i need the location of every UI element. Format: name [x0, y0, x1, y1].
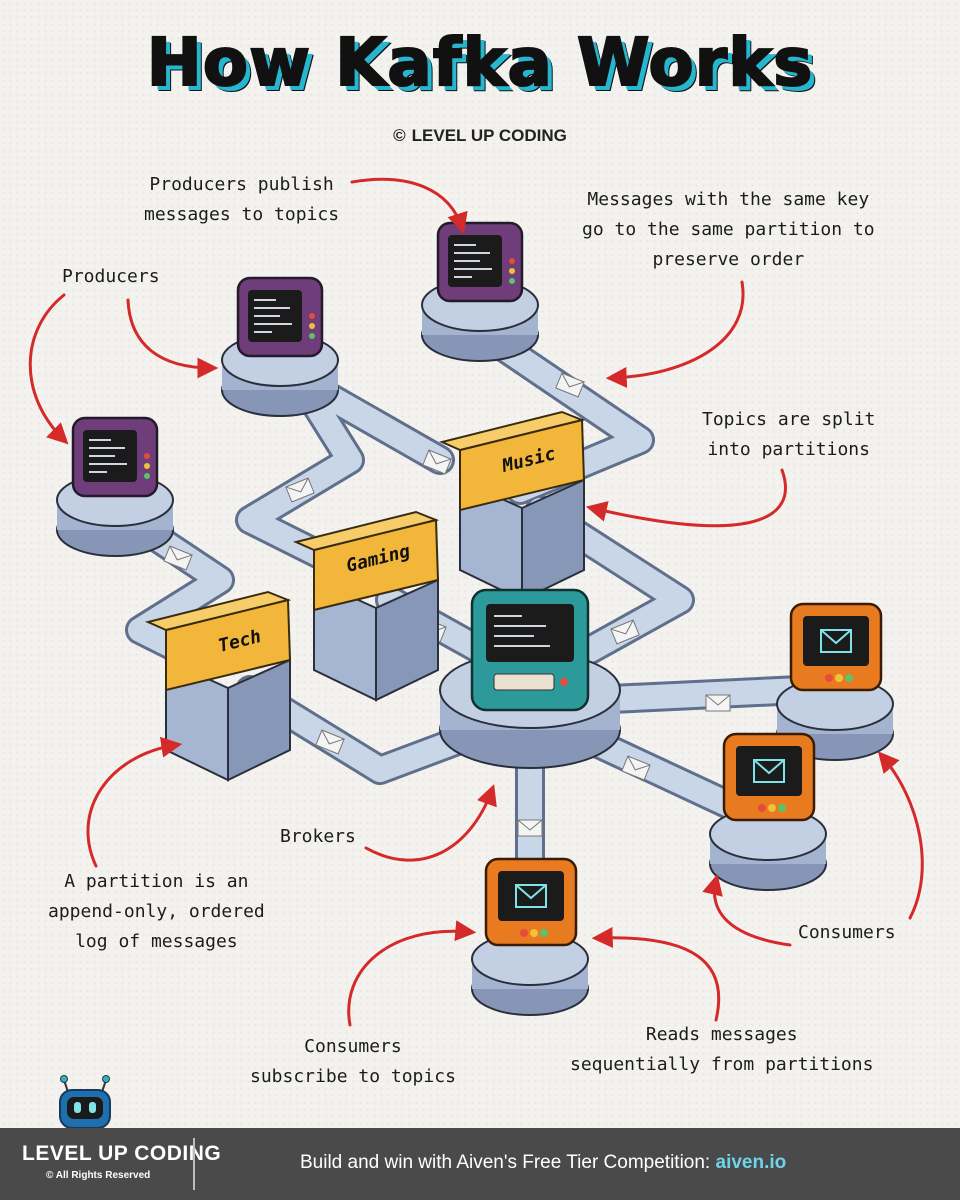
terminal-screen — [486, 604, 574, 662]
arrow-consumers-right-2 — [702, 873, 792, 947]
annotation-reads-messages: Reads messages sequentially from partiti… — [570, 1024, 874, 1075]
kafka-diagram: Music Gaming Tech — [28, 177, 924, 1027]
envelope-icon — [705, 694, 731, 712]
credit-line: © LEVEL UP CODING — [0, 126, 960, 146]
arrow-producers-publish — [350, 177, 468, 235]
consumer-node-2 — [709, 732, 827, 891]
envelope-icon — [555, 372, 585, 398]
topic-block-gaming: Gaming — [292, 510, 440, 702]
annotation-arrows — [28, 177, 924, 1027]
envelope-icon — [285, 477, 315, 503]
topic-block-music: Music — [438, 410, 586, 602]
arrow-partition-log — [86, 736, 183, 868]
annotation-consumers-subscribe: Consumers subscribe to topics — [250, 1036, 456, 1087]
arrow-same-key — [605, 280, 745, 388]
cta-link[interactable]: aiven.io — [715, 1152, 787, 1173]
envelope-icon — [517, 819, 543, 837]
arrow-reads-messages — [591, 927, 721, 1022]
annotation-consumers-right: Consumers — [798, 922, 896, 943]
envelope-icon — [315, 729, 345, 755]
brand-rights: © All Rights Reserved — [46, 1170, 151, 1181]
robot-mascot-icon — [59, 1075, 111, 1129]
annotation-brokers: Brokers — [280, 826, 356, 847]
terminal-screen — [498, 871, 564, 921]
envelope-icon — [820, 629, 852, 653]
consumer-node-3 — [471, 857, 589, 1016]
arrow-brokers — [364, 784, 497, 862]
annotation-same-key: Messages with the same key go to the sam… — [582, 189, 875, 270]
envelope-icon — [163, 545, 193, 571]
brand-name: LEVEL UP CODING — [22, 1142, 222, 1165]
footer-cta: Build and win with Aiven's Free Tier Com… — [300, 1152, 786, 1174]
annotation-producers: Producers — [62, 266, 160, 287]
annotation-partition-log: A partition is an append-only, ordered l… — [48, 871, 265, 952]
broker-node — [439, 588, 621, 769]
envelope-icon — [515, 884, 547, 908]
footer-bar: LEVEL UP CODING © All Rights Reserved Bu… — [0, 1128, 960, 1200]
arrow-producers-2 — [126, 298, 219, 379]
arrow-topics-split — [585, 468, 787, 528]
producer-node-1 — [56, 416, 174, 557]
cta-text: Build and win with Aiven's Free Tier Com… — [300, 1152, 716, 1173]
footer-divider — [193, 1138, 195, 1190]
page-title: How Kafka Works — [146, 23, 814, 102]
arrow-consumers-right-1 — [877, 751, 924, 920]
envelope-icon — [753, 759, 785, 783]
envelope-icon — [621, 755, 651, 781]
terminal-screen — [736, 746, 802, 796]
terminal-screen — [803, 616, 869, 666]
producer-node-2 — [221, 276, 339, 417]
copyright-symbol: © — [393, 126, 406, 145]
topic-block-tech: Tech — [144, 590, 292, 782]
producer-node-3 — [421, 221, 539, 362]
annotation-producers-publish: Producers publish messages to topics — [144, 174, 340, 225]
envelope-icon — [610, 619, 640, 645]
arrow-consumers-subscribe — [347, 920, 477, 1027]
annotation-topics-split: Topics are split into partitions — [702, 409, 876, 460]
credit-text: LEVEL UP CODING — [411, 126, 567, 145]
message-envelopes — [163, 372, 731, 837]
envelope-icon — [422, 449, 452, 475]
arrow-producers-1 — [28, 293, 69, 445]
